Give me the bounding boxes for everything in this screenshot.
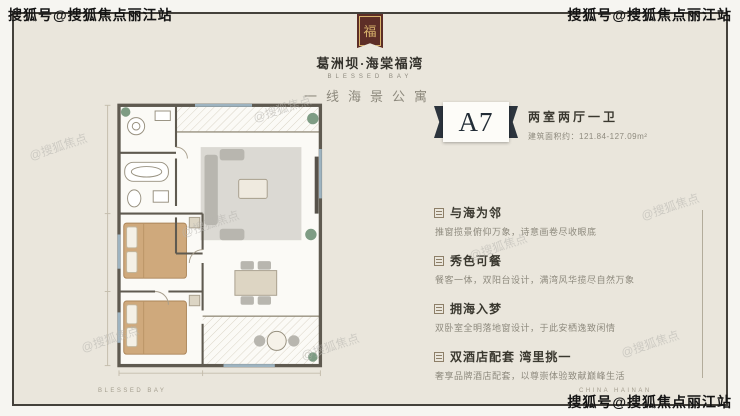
footer-left-text: BLESSED BAY bbox=[98, 388, 167, 394]
balconies bbox=[176, 105, 321, 366]
balcony-furniture bbox=[253, 330, 300, 351]
unit-plaque: A7 bbox=[434, 102, 518, 142]
feature-title: 拥海入梦 bbox=[450, 302, 503, 316]
vertical-divider bbox=[702, 210, 703, 378]
unit-code: A7 bbox=[458, 106, 494, 137]
plaque-panel: A7 bbox=[443, 102, 509, 142]
brand-seal-icon: 福 bbox=[357, 14, 383, 48]
feature-title-row: 秀色可餐 bbox=[434, 252, 696, 269]
feature-desc: 奢享品牌酒店配套，以尊崇体验致献巅峰生活 bbox=[435, 371, 626, 381]
feature-sea-dream: 拥海入梦 双卧室全明落地窗设计，于此安栖逸致闲情 bbox=[434, 300, 696, 334]
windows bbox=[117, 103, 322, 368]
feature-title-row: 与海为邻 bbox=[434, 204, 696, 221]
door-arcs bbox=[155, 146, 203, 305]
watermark-top-left: 搜狐号@搜狐焦点丽江站 bbox=[8, 7, 173, 23]
watermark-top-right: 搜狐号@搜狐焦点丽江站 bbox=[567, 7, 732, 23]
feature-desc: 推窗揽景俯仰万象，诗意画卷尽收眼底 bbox=[435, 227, 597, 237]
tagline: 一线海景公寓 bbox=[303, 89, 437, 104]
seal-stamp-icon bbox=[434, 207, 444, 218]
feature-title-row: 拥海入梦 bbox=[434, 300, 696, 317]
feature-list: 与海为邻 推窗揽景俯仰万象，诗意画卷尽收眼底 秀色可餐 餐客一体，双阳台设计，满… bbox=[434, 204, 696, 396]
brand-block: 福 葛洲坝·海棠福湾 BLESSED BAY bbox=[260, 14, 480, 80]
brand-name: 葛洲坝·海棠福湾 bbox=[316, 56, 424, 71]
brand-name-en: BLESSED BAY bbox=[327, 74, 413, 80]
unit-layout: 两室两厅一卫 bbox=[528, 110, 619, 124]
seal-stamp-icon bbox=[434, 303, 444, 314]
watermark-bottom-right: 搜狐号@搜狐焦点丽江站 bbox=[567, 394, 732, 410]
floorplan-card: 福 葛洲坝·海棠福湾 BLESSED BAY 一线海景公寓 bbox=[12, 12, 728, 406]
bed-master bbox=[123, 216, 201, 279]
floor-plan bbox=[104, 103, 323, 377]
dining-set bbox=[234, 261, 278, 305]
sofa-tv bbox=[204, 149, 319, 241]
feature-hotel-amenities: 双酒店配套 湾里挑一 奢享品牌酒店配套，以尊崇体验致献巅峰生活 bbox=[434, 348, 696, 382]
feature-title: 秀色可餐 bbox=[450, 254, 503, 268]
bed-second bbox=[123, 294, 201, 355]
feature-title: 与海为邻 bbox=[450, 206, 503, 220]
seal-stamp-icon bbox=[434, 351, 444, 362]
feature-sea-neighbor: 与海为邻 推窗揽景俯仰万象，诗意画卷尽收眼底 bbox=[434, 204, 696, 238]
feature-title-row: 双酒店配套 湾里挑一 bbox=[434, 348, 696, 365]
feature-title: 双酒店配套 湾里挑一 bbox=[450, 350, 572, 364]
feature-desc: 餐客一体，双阳台设计，满湾风华揽尽自然万象 bbox=[435, 275, 635, 285]
unit-info: 两室两厅一卫 建筑面积约：121.84-127.09m² bbox=[528, 108, 647, 142]
seal-stamp-icon bbox=[434, 255, 444, 266]
feature-desc: 双卧室全明落地窗设计，于此安栖逸致闲情 bbox=[435, 323, 616, 333]
feature-dining-view: 秀色可餐 餐客一体，双阳台设计，满湾风华揽尽自然万象 bbox=[434, 252, 696, 286]
bathroom-fixtures bbox=[124, 110, 171, 208]
footer-right-text: CHINA HAINAN bbox=[579, 388, 652, 394]
unit-area: 建筑面积约：121.84-127.09m² bbox=[528, 132, 648, 141]
seal-character: 福 bbox=[363, 23, 377, 39]
dimension-lines bbox=[104, 104, 321, 377]
plants bbox=[120, 107, 319, 362]
